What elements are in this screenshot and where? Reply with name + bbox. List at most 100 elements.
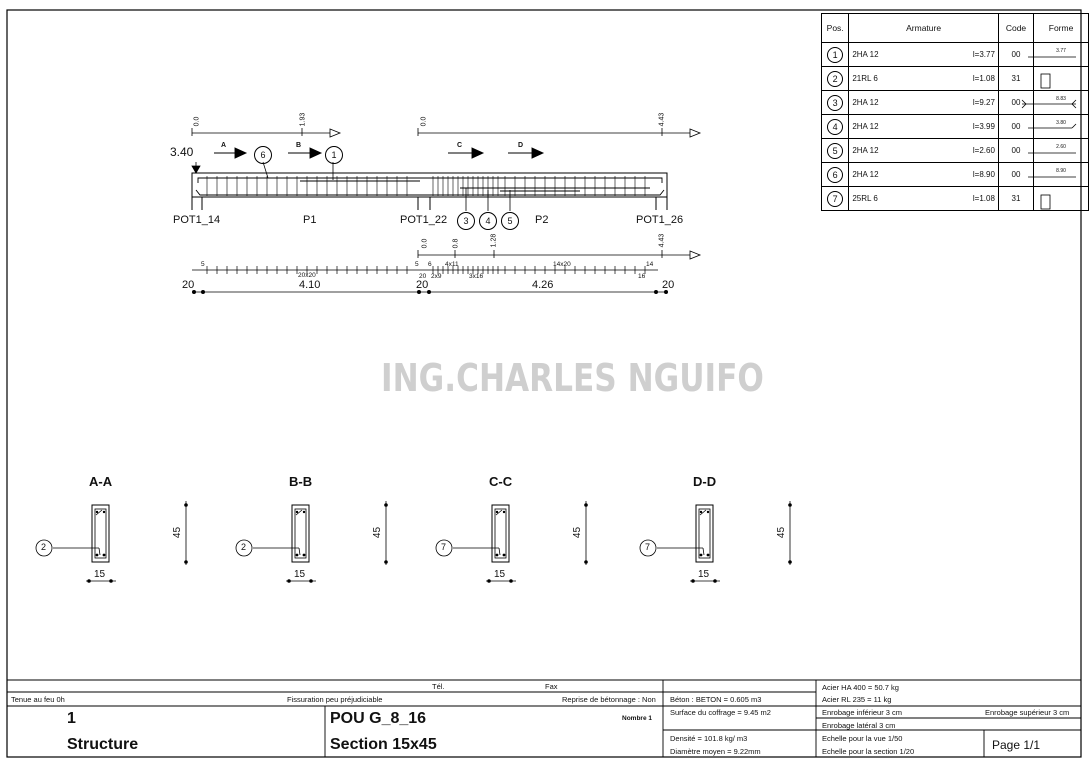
stirrup-mark: 14 <box>646 261 654 268</box>
section-arrow-label: C <box>457 142 463 149</box>
bar-armature: 25RL 6 l=1.08 <box>848 186 999 211</box>
span-length: 4.10 <box>299 279 321 291</box>
bar-length: l=2.60 <box>972 146 995 155</box>
bar-shape-length: 3.80 <box>1056 120 1066 126</box>
bar-name: 2HA 12 <box>852 98 879 107</box>
support-label: POT1_26 <box>636 214 684 226</box>
level-marker <box>191 162 201 174</box>
bar-length: l=3.77 <box>972 50 995 59</box>
rebar-dot <box>502 510 506 514</box>
section-height: 45 <box>372 526 384 539</box>
support-label: POT1_14 <box>173 214 221 226</box>
bar-name: 2HA 12 <box>852 146 879 155</box>
rebar-dot <box>699 510 703 514</box>
steel-ha-weight: Acier HA 400 = 50.7 kg <box>822 683 899 692</box>
section-outline <box>491 504 510 563</box>
section-bar-number: 2 <box>241 542 247 552</box>
sheet-frame <box>6 9 1082 758</box>
page-number: Page 1/1 <box>992 738 1041 752</box>
scale-section: Echelle pour la section 1/20 <box>822 747 915 756</box>
rebar-dot <box>295 553 299 557</box>
support-width: 20 <box>662 279 675 291</box>
col-header-forme: Forme <box>1033 13 1089 43</box>
bar-length: l=9.27 <box>972 98 995 107</box>
rebar-dot <box>495 510 499 514</box>
section-width: 15 <box>698 569 710 580</box>
bar-length: l=1.08 <box>972 194 995 203</box>
section-title: B-B <box>289 474 313 489</box>
bar-armature: 2HA 12 l=2.60 <box>848 138 999 163</box>
col-header-pos: Pos. <box>820 13 850 43</box>
section-width: 15 <box>494 569 506 580</box>
span-dots <box>192 290 668 294</box>
stirrup-mark: 5 <box>201 261 205 268</box>
stirrup-mark: 3x16 <box>469 273 484 280</box>
top-dim-label: 1.93 <box>299 112 307 127</box>
title-block-grid <box>7 679 1082 757</box>
rebar-dot <box>95 553 99 557</box>
top-dim-lines <box>191 128 702 138</box>
col-header-armature: Armature <box>848 13 999 43</box>
section-bar-number: 2 <box>41 542 47 552</box>
bottom-dim-label: 4.43 <box>658 233 666 248</box>
section-arrow-label: D <box>518 142 524 149</box>
stirrup-mark: 6 <box>428 261 432 268</box>
bar-code: 31 <box>997 186 1035 211</box>
bar-pos: 4 <box>820 114 850 139</box>
element-name: POU G_8_16 <box>330 710 427 727</box>
support-label: POT1_22 <box>400 214 448 226</box>
fire-rating: Tenue au feu 0h <box>11 695 65 704</box>
rebar-dot <box>699 553 703 557</box>
section-stirrup <box>94 508 107 559</box>
rebar-dot <box>102 510 106 514</box>
section-arrow-label: A <box>221 142 227 149</box>
section-arrow-label: B <box>296 142 302 149</box>
mean-diameter: Diamètre moyen = 9.22mm <box>670 747 761 756</box>
bar-code: 00 <box>997 114 1035 139</box>
section-bar-callout <box>35 539 53 557</box>
stirrup-mark: 14x20 <box>553 261 571 268</box>
steel-rl-weight: Acier RL 235 = 11 kg <box>822 695 892 704</box>
level-label: 3.40 <box>170 145 194 159</box>
cover-top: Enrobage supérieur 3 cm <box>985 708 1070 717</box>
section-width: 15 <box>94 569 106 580</box>
top-dim-label: 0.0 <box>420 116 428 127</box>
drawing-number: 1 <box>67 710 76 727</box>
bar-shape-length: 2.60 <box>1056 144 1066 150</box>
section-stirrup <box>294 508 307 559</box>
section-outline <box>291 504 310 563</box>
stirrup-ticks <box>206 266 646 274</box>
bar-pos: 2 <box>820 66 850 91</box>
rebar-dot <box>102 553 106 557</box>
bar-shape-length: 3.77 <box>1056 48 1066 54</box>
span-length: 4.26 <box>532 279 554 291</box>
bar-shape: 8.83 <box>1033 90 1089 115</box>
bar-callout: 1 <box>325 145 343 164</box>
rebar-dot <box>495 553 499 557</box>
bar-name: 25RL 6 <box>852 194 878 203</box>
bar-code: 00 <box>997 162 1035 187</box>
section-stirrup <box>698 508 711 559</box>
fax-label: Fax <box>545 682 558 691</box>
bottom-dim-label: 0.0 <box>421 238 429 249</box>
cover-side: Enrobage latéral 3 cm <box>822 721 896 730</box>
section-bar-number: 7 <box>441 542 447 552</box>
bar-code: 00 <box>997 138 1035 163</box>
section-size: Section 15x45 <box>330 736 437 753</box>
bar-armature: 2HA 12 l=9.27 <box>848 90 999 115</box>
bar-pos: 7 <box>820 186 850 211</box>
rebar-dot <box>95 510 99 514</box>
bar-shape: stirrup <box>1033 66 1089 91</box>
rebar-dot <box>295 510 299 514</box>
bar-shape-length: 8.83 <box>1056 96 1066 102</box>
bottom-dim-lines <box>192 250 702 293</box>
bar-callout: 5 <box>501 211 519 230</box>
